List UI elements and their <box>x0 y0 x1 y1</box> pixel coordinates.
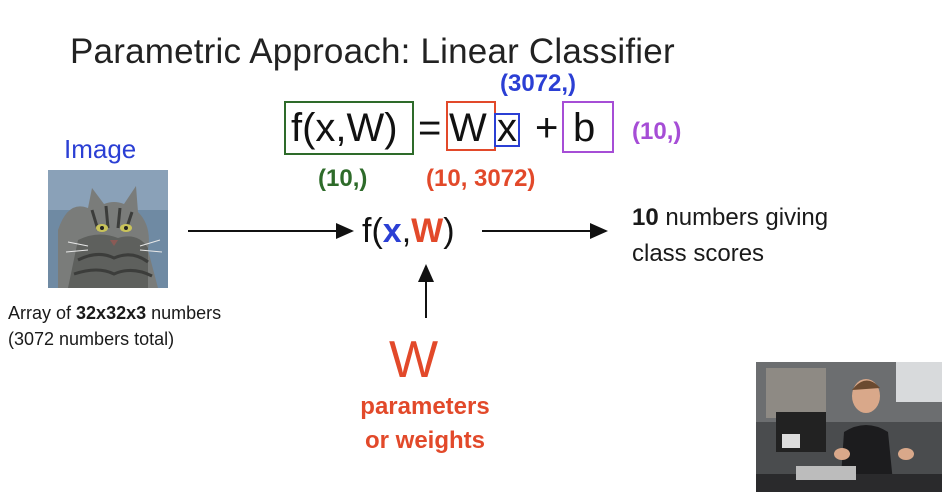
fxw-box <box>284 101 414 155</box>
caption-suffix: numbers <box>146 303 222 323</box>
x-box <box>494 113 520 147</box>
image-caption: Array of 32x32x3 numbers (3072 numbers t… <box>8 300 221 352</box>
equation-W: W <box>449 106 487 150</box>
output-rest: numbers giving <box>658 204 829 231</box>
presenter-video <box>756 362 942 492</box>
output-line2: class scores <box>632 240 765 267</box>
equation-equals: = <box>418 106 442 150</box>
center-close: ) <box>443 212 455 250</box>
equation-plus: + <box>535 106 559 150</box>
shape-W-label: (10, 3072) <box>426 165 536 192</box>
center-comma: , <box>401 212 412 250</box>
slide-title: Parametric Approach: Linear Classifier <box>70 32 675 71</box>
weights-line1: parameters <box>360 393 490 420</box>
weights-symbol: W <box>389 331 439 389</box>
weights-line2: or weights <box>364 427 485 454</box>
image-label: Image <box>64 134 137 164</box>
weights-label: parameters or weights <box>350 390 500 458</box>
shape-x-label: (3072,) <box>500 70 577 97</box>
equation-lhs: f(x,W) <box>291 106 398 150</box>
output-count: 10 <box>632 204 659 231</box>
shape-f-label: (10,) <box>318 165 368 192</box>
output-text: 10 numbers giving class scores <box>632 200 828 272</box>
center-function: f(x,W) <box>362 212 455 251</box>
center-x: x <box>382 212 402 250</box>
equation-b: b <box>573 106 596 150</box>
caption-prefix: Array of <box>8 303 77 323</box>
b-box <box>562 101 614 153</box>
center-W: W <box>411 212 444 250</box>
caption-dims: 32x32x3 <box>76 303 147 323</box>
center-f-open: f( <box>362 212 383 250</box>
cat-image <box>48 170 168 288</box>
equation-x: x <box>497 106 517 150</box>
caption-line2: (3072 numbers total) <box>8 329 175 349</box>
shape-b-label: (10,) <box>632 118 682 145</box>
